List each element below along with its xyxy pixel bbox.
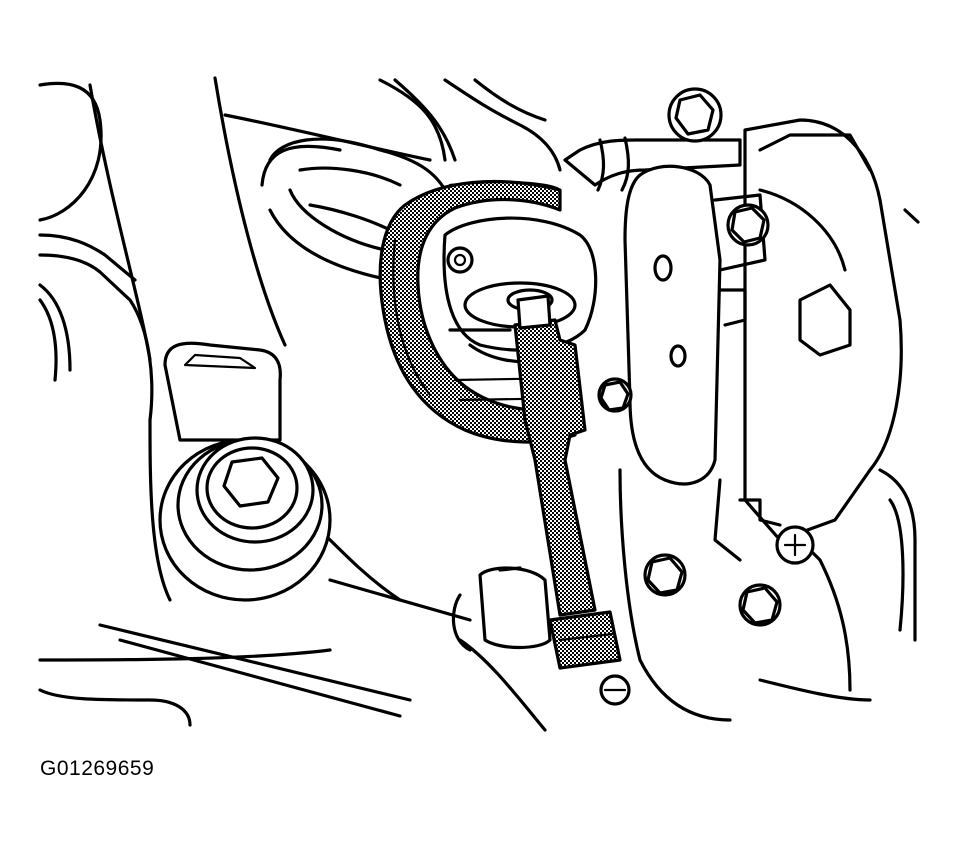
bolt-head-icon (599, 380, 630, 412)
brake-hose (563, 87, 742, 192)
bolt-head-icon (741, 586, 779, 625)
bolt-head-icon (730, 206, 766, 244)
bolt-head-icon (646, 556, 684, 595)
ball-joint-puller-tool (378, 179, 622, 670)
frame-structure (38, 76, 547, 732)
lower-knuckle (618, 208, 920, 722)
bolt-head-icon (674, 93, 715, 136)
brake-caliper (597, 118, 903, 542)
bushing-mount (158, 341, 332, 602)
cross-member (260, 78, 562, 282)
figure-id-label: G01269659 (40, 757, 155, 780)
tie-rod-end (451, 566, 631, 706)
